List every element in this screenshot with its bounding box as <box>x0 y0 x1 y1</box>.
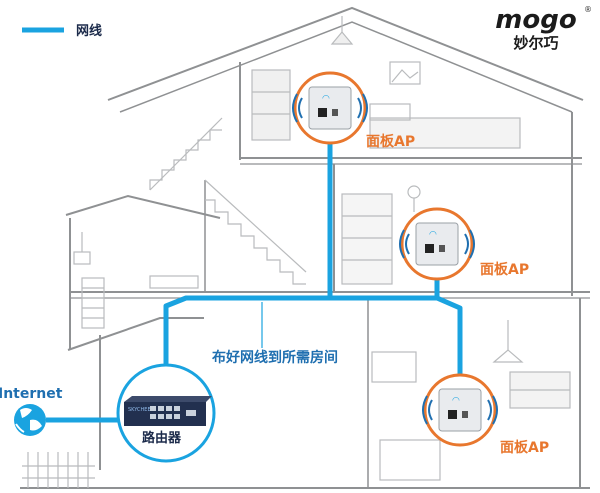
wifi-icon: ◠ <box>452 396 460 406</box>
ap-panel <box>415 222 459 266</box>
signal-waves-icon <box>422 395 498 425</box>
brand-logo: mogo ® 妙尔巧 <box>495 5 592 52</box>
ethernet-port-icon <box>439 245 445 252</box>
wifi-icon: ◠ <box>429 230 437 240</box>
ap-panel <box>438 388 482 432</box>
network-cables <box>46 140 463 423</box>
internet-node: Internet <box>0 386 63 436</box>
ap-label: 面板AP <box>366 133 415 150</box>
ethernet-port-icon <box>448 410 457 419</box>
cable-router-trunk <box>163 140 333 388</box>
legend-label: 网线 <box>76 23 102 39</box>
brand-registered-mark: ® <box>584 5 592 14</box>
brand-chinese-name: 妙尔巧 <box>513 34 558 52</box>
access-point-middle[interactable]: ◠ 面板AP <box>399 207 529 281</box>
brand-logo-text: mogo <box>495 5 576 35</box>
internet-label: Internet <box>0 386 63 402</box>
wifi-icon: ◠ <box>322 94 330 104</box>
house-outline <box>20 6 590 489</box>
house-interior-details <box>22 16 571 488</box>
ethernet-port-icon <box>332 109 338 116</box>
access-point-lower[interactable]: ◠ 面板AP <box>422 373 549 456</box>
ap-label: 面板AP <box>500 439 549 456</box>
cable-to-ap-lower <box>436 295 463 400</box>
router-label: 路由器 <box>142 430 182 446</box>
router-ports-icon <box>150 406 196 419</box>
ap-panel <box>308 86 352 130</box>
ap-label: 面板AP <box>480 261 529 278</box>
ethernet-port-icon <box>318 108 327 117</box>
ethernet-port-icon <box>462 411 468 418</box>
globe-icon <box>14 404 46 436</box>
access-point-upper[interactable]: ◠ 面板AP <box>292 71 415 150</box>
ethernet-port-icon <box>425 244 434 253</box>
signal-waves-icon <box>399 229 475 259</box>
router-brand-text: SKYCHEE <box>128 407 151 413</box>
router[interactable]: SKYCHEE 路由器 <box>116 363 216 463</box>
legend: 网线 <box>22 23 102 39</box>
router-body <box>124 396 212 402</box>
cabling-annotation: 布好网线到所需房间 <box>212 349 338 366</box>
signal-waves-icon <box>292 93 368 123</box>
